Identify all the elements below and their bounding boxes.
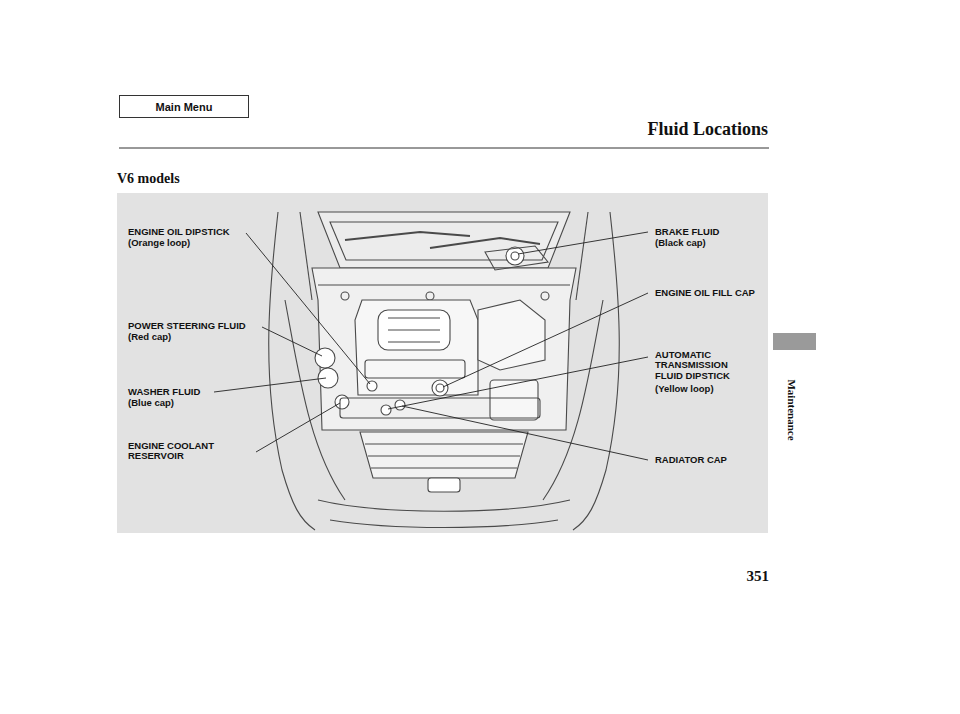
button-label: Main Menu — [156, 101, 213, 113]
leader-lines — [214, 232, 648, 460]
menu-button: Main Menu — [119, 95, 249, 118]
part-name: RADIATOR CAP — [655, 455, 727, 465]
section-tab-label: Maintenance — [786, 379, 798, 440]
part-name: BRAKE FLUID — [655, 227, 719, 237]
part-note: (Yellow loop) — [655, 384, 714, 394]
part-name: POWER STEERING FLUID — [128, 321, 246, 331]
car-drawing — [269, 212, 620, 530]
header-rule — [119, 148, 769, 149]
section-heading: V6 models — [117, 171, 180, 186]
part-note: (Blue cap) — [128, 398, 174, 408]
part-name: WASHER FLUID — [128, 387, 200, 397]
part-name: ENGINE COOLANT RESERVOIR — [128, 441, 246, 462]
section-tab — [773, 333, 816, 350]
part-name: ENGINE OIL FILL CAP — [655, 288, 755, 298]
part-name: ENGINE OIL DIPSTICK — [128, 227, 230, 237]
page-title: Fluid Locations — [647, 120, 768, 140]
part-note: (Red cap) — [128, 332, 171, 342]
part-note: (Orange loop) — [128, 238, 190, 248]
figure-panel — [117, 193, 768, 533]
part-name: AUTOMATIC TRANSMISSION FLUID DIPSTICK — [655, 350, 755, 381]
part-note: (Black cap) — [655, 238, 706, 248]
page-number: 351 — [747, 568, 770, 585]
